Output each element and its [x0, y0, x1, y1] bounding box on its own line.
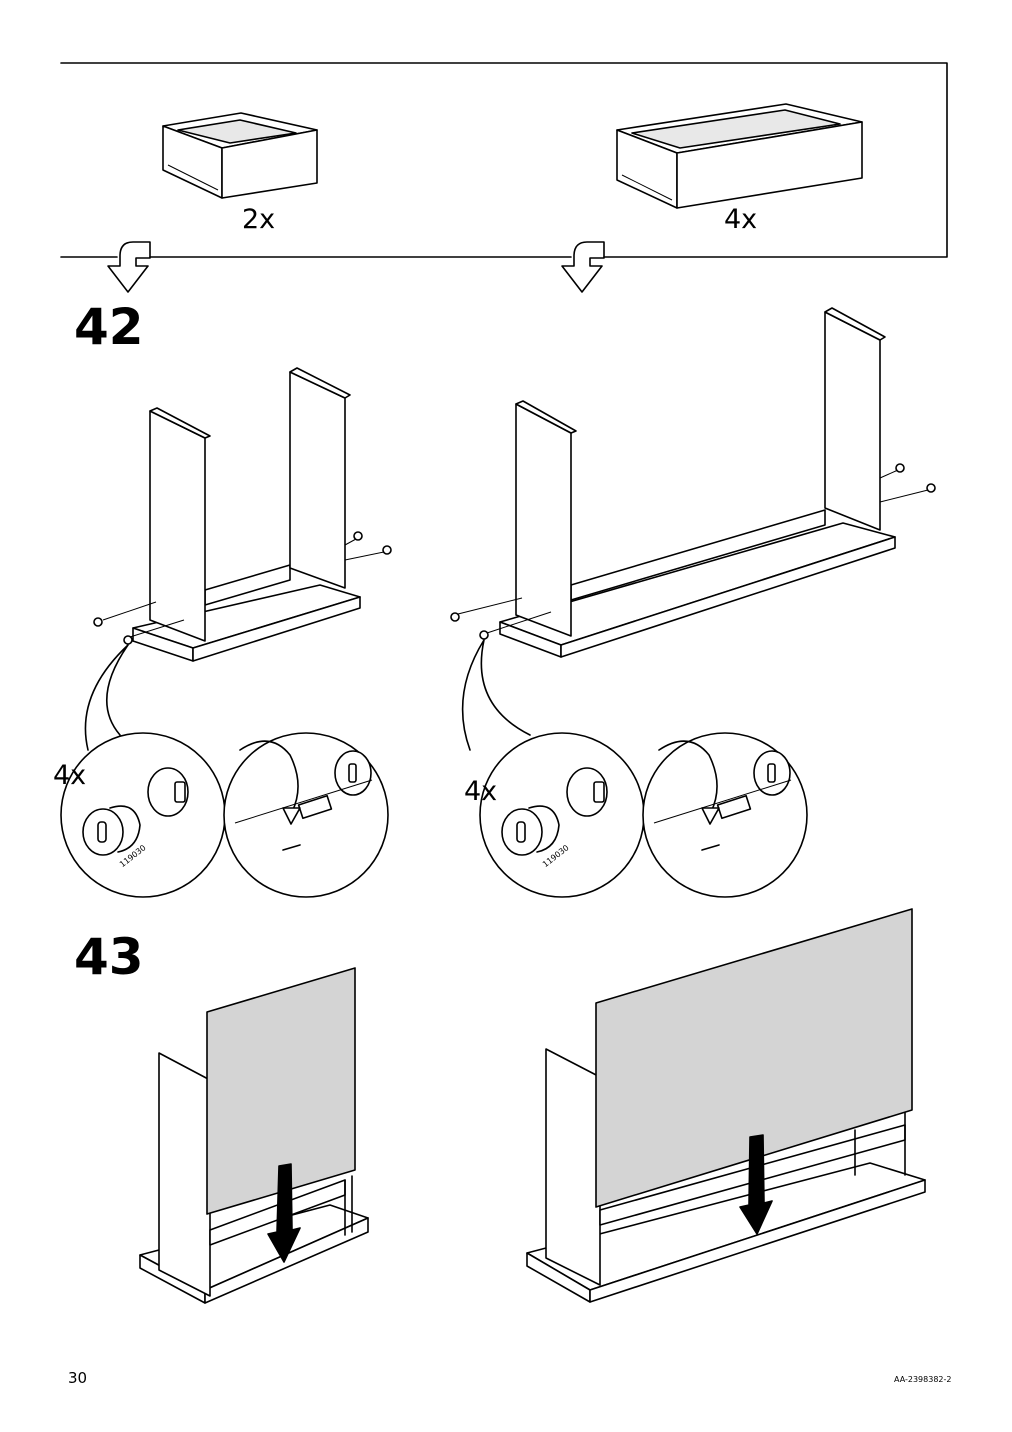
step42-right-detail	[461, 639, 808, 898]
step42-right-frame	[450, 307, 936, 658]
document-code: AA-2398382-2	[894, 1375, 952, 1384]
step43-left-frame	[139, 967, 369, 1304]
step-number-43: 43	[74, 928, 144, 986]
step42-left-quantity: 4x	[53, 760, 87, 791]
step43-right-frame	[526, 908, 926, 1303]
down-arrow-left-icon	[107, 241, 151, 293]
step-number-42: 42	[74, 298, 144, 356]
small-drawer-illustration	[162, 112, 318, 199]
down-arrow-right-icon	[561, 241, 605, 293]
page-number: 30	[68, 1369, 88, 1387]
step42-right-quantity: 4x	[464, 776, 498, 807]
drawer-overview-box	[60, 62, 948, 258]
large-drawer-illustration	[616, 103, 863, 209]
small-drawer-quantity: 2x	[242, 204, 276, 235]
step42-left-frame	[93, 367, 392, 662]
large-drawer-quantity: 4x	[724, 204, 758, 235]
step42-left-detail	[60, 644, 389, 898]
